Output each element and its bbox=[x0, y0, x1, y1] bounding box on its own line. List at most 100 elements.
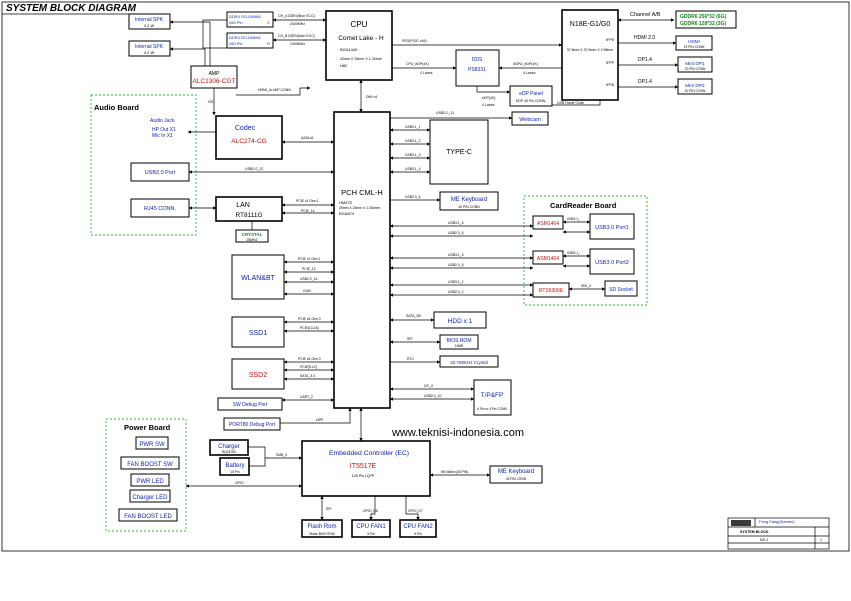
cardreader-board-title: CardReader Board bbox=[550, 201, 617, 210]
rj45-conn-label: RJ45 CONN. bbox=[144, 206, 177, 212]
diagram-title: SYSTEM BLOCK DIAGRAM bbox=[6, 3, 137, 14]
cpu-size: 42mm X 28mm X 1.30mm bbox=[340, 57, 382, 61]
dds-part: PS8331 bbox=[468, 67, 486, 73]
edp-4x-label: eDP(4X) bbox=[482, 96, 495, 100]
codec-title: Codec bbox=[235, 125, 256, 132]
ssd1-label: SSD1 bbox=[249, 330, 267, 337]
gpu-size: 37.5mm X 37.5mm X 2.98mm bbox=[567, 48, 614, 52]
gddr6-block bbox=[675, 10, 737, 29]
lan-crystal-freq: 25MHZ bbox=[246, 238, 257, 242]
ssd1-sig2: PCIE[13-16] bbox=[300, 326, 319, 330]
asm1464-1-label: ASM1464 bbox=[537, 221, 559, 227]
wlan-bt-block bbox=[231, 254, 285, 300]
gddr6-3g: GDDR6 128*32 (3G) bbox=[680, 21, 726, 27]
company-logo bbox=[731, 520, 751, 526]
cpu-name: Comet Lake - H bbox=[338, 35, 384, 42]
sw-debug-port bbox=[217, 397, 283, 411]
speaker-1-label: Internal SPK bbox=[135, 17, 164, 23]
charger-block bbox=[209, 439, 249, 456]
gpu-pin-ifpa: IFPA bbox=[606, 83, 615, 87]
cr2a-label: USB3.1_5 bbox=[448, 253, 464, 257]
ec-block bbox=[301, 440, 431, 497]
cr-in1-label: USB3.1_ bbox=[567, 217, 580, 221]
wlan-sig4: CNVi bbox=[303, 289, 311, 293]
lan-title: LAN bbox=[236, 202, 250, 209]
watermark-text: www.teknisi-indonesia.com bbox=[391, 427, 524, 439]
sata-label: SATA_3IE bbox=[406, 314, 422, 318]
ec-title: Embedded Controller (EC) bbox=[329, 450, 409, 457]
usb30-port1 bbox=[589, 213, 635, 240]
hdd-label: HDD x 1 bbox=[448, 318, 473, 325]
spi-label: SPI bbox=[407, 337, 413, 341]
mini-dp1-name: Mini DP1 bbox=[685, 61, 705, 67]
hdmi-conn bbox=[675, 35, 713, 51]
mhz2-label: 2400MHz bbox=[290, 42, 305, 46]
pwr-led bbox=[130, 473, 170, 487]
gpu-pin-ifpf: IFPF bbox=[606, 61, 615, 65]
footer-sheet: 1 bbox=[820, 538, 822, 542]
charger-led-label: Charger LED bbox=[132, 495, 168, 501]
cpu-fan1-pin: 5 Pin bbox=[367, 532, 374, 536]
ssd2-block bbox=[231, 358, 285, 390]
power-board-title: Power Board bbox=[124, 423, 171, 432]
audio-jack: Audio Jack bbox=[150, 118, 175, 124]
usb-audio-label: USB2.0_12 bbox=[245, 167, 263, 171]
me-keyboard-ec-name: ME Keyboard bbox=[498, 469, 534, 475]
channel-title: Channel A/B bbox=[630, 12, 661, 18]
me-keyboard-pch-desc: 40 PIN CONN bbox=[458, 205, 480, 209]
cpu-pkg: BGA1440 bbox=[340, 47, 358, 52]
cr1b-label: USB2.0_6 bbox=[448, 231, 464, 235]
hdmi-signal: HDMI 2.0 bbox=[634, 35, 655, 41]
ssd2-sig1: PCIE x4 Gen.3 bbox=[298, 357, 321, 361]
fan-boost-sw bbox=[120, 456, 180, 470]
pcie-lan-label: PCIE x1 Gen.1 bbox=[296, 199, 319, 203]
pch-chipset: HM470 bbox=[339, 200, 353, 205]
rts5306e-label: RTS5306E bbox=[539, 288, 564, 294]
battery-pin: 15 Pin bbox=[230, 470, 239, 474]
smb-label: SMB_0 bbox=[276, 453, 287, 457]
charger-name: Charger bbox=[218, 444, 240, 450]
audio-hp-out: HP Out X1 bbox=[152, 127, 176, 133]
gpu-name: N18E-G1/G0 bbox=[570, 21, 611, 28]
cr3b-label: USB2.0_2 bbox=[448, 290, 464, 294]
mini-dp2-name: Mini DP2 bbox=[685, 83, 705, 89]
espi-label: eSPI bbox=[316, 418, 323, 422]
sheet-border bbox=[1, 1, 850, 552]
wlan-sig3: USB2.0_14 bbox=[300, 277, 317, 281]
usb-cam2-label: USB Home Code bbox=[557, 101, 584, 105]
dmi-label: DMI x4 bbox=[366, 95, 377, 99]
footer-doc: SYSTEM BLOCK bbox=[740, 530, 769, 534]
kb-matrix-label: KB Matrix(26 PIN) bbox=[441, 470, 468, 474]
me-keyboard-ec-desc: 40 PIN CONN bbox=[506, 477, 527, 481]
audio-mic-in: Mic In X1 bbox=[152, 133, 173, 139]
ec-pkg: 128 Pin LQFP bbox=[352, 474, 375, 478]
sw-debug-port-label: SW Debug Port bbox=[233, 402, 268, 408]
fan-boost-sw-label: FAN BOOST SW bbox=[127, 462, 173, 468]
pch-size: 25mm X 24mm X 1.304mm bbox=[339, 206, 380, 210]
gpu-block bbox=[561, 9, 619, 101]
type-c-label: TYPE-C bbox=[446, 149, 472, 156]
me-usb-label: USB2.0_6 bbox=[405, 195, 421, 199]
lan-crystal-label: CRYSTAL bbox=[242, 232, 263, 237]
battery-name: Battery bbox=[225, 463, 244, 469]
pwr-sw-label: PWR SW bbox=[139, 442, 165, 448]
dimm-2-tag: R bbox=[267, 41, 270, 46]
ssd1-block bbox=[231, 316, 285, 348]
audio-board-title: Audio Board bbox=[94, 103, 139, 112]
pch-pkg: BGA874 bbox=[339, 211, 355, 216]
rtc-crystal-label: 32.768KHz Crystal bbox=[450, 360, 488, 365]
ch-a-label: CH_A DDR4(Non ECC) bbox=[278, 14, 315, 18]
me-keyboard-pch-name: ME Keyboard bbox=[451, 197, 487, 203]
dimm-1-name: DDR4 SO-DIMM1 bbox=[229, 14, 262, 19]
lan-part: RT8111G bbox=[235, 212, 262, 219]
dp-signal-1: DP1.4 bbox=[638, 57, 652, 63]
mhz1-label: 2400MHz bbox=[290, 22, 305, 26]
spi2-label: SPI bbox=[326, 507, 332, 511]
amp-part: ALC1306-CGT bbox=[193, 78, 236, 85]
cr2b-label: USB2.0_5 bbox=[448, 263, 464, 267]
cpu-fan1-name: CPU FAN1 bbox=[356, 524, 386, 530]
wlan-bt-label: WLAN&BT bbox=[241, 275, 276, 282]
ssd2-label: SSD2 bbox=[249, 372, 267, 379]
amp-title: AMP bbox=[209, 71, 221, 77]
